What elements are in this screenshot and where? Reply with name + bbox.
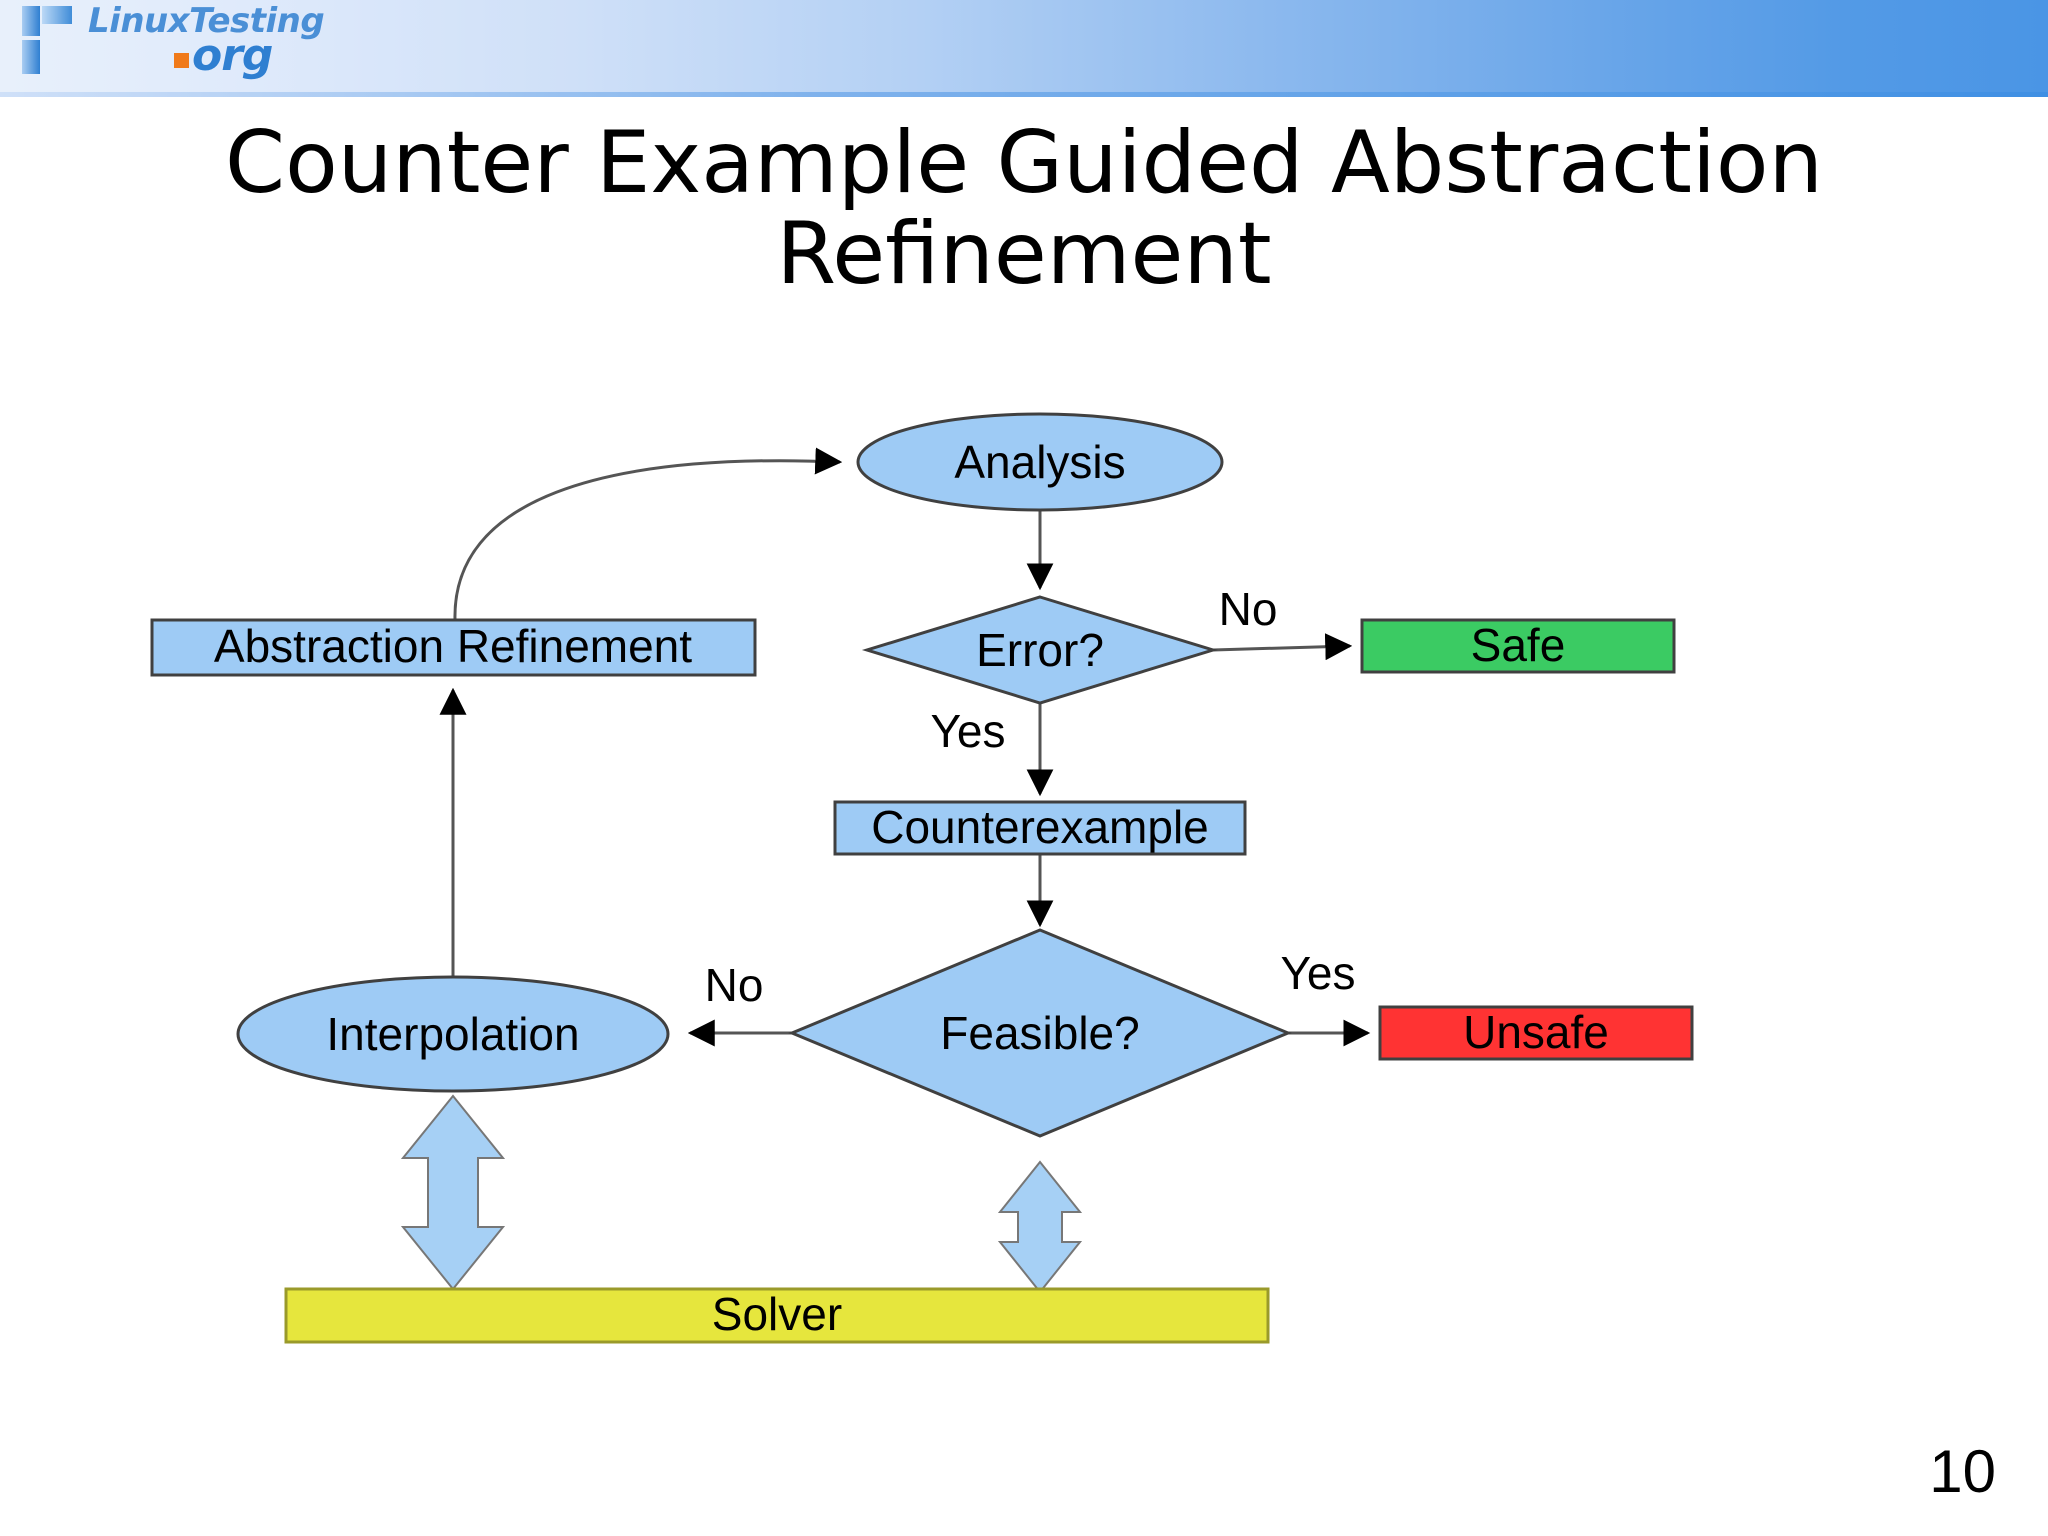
- node-analysis[interactable]: Analysis: [856, 412, 1224, 512]
- logo-line2-text: org: [192, 30, 273, 81]
- edge-label-feasible-no: No: [705, 959, 764, 1011]
- node-interpolation-label: Interpolation: [326, 1008, 579, 1060]
- node-feasible[interactable]: Feasible?: [788, 928, 1292, 1138]
- page-number: 10: [1929, 1438, 1996, 1505]
- node-unsafe-shape: [1378, 1005, 1694, 1061]
- node-unsafe[interactable]: Unsafe: [1378, 1005, 1694, 1061]
- header-band: [0, 0, 2048, 96]
- logo-line1: LinuxTesting: [88, 1, 325, 41]
- node-counterexample[interactable]: Counterexample: [833, 800, 1247, 856]
- node-safe-label: Safe: [1471, 619, 1566, 671]
- node-error[interactable]: Error?: [861, 595, 1219, 705]
- double-arrow-feasible-solver: [997, 1160, 1083, 1294]
- node-interpolation[interactable]: Interpolation: [236, 975, 670, 1093]
- edge-error-to-safe: [1212, 633, 1353, 661]
- linuxtesting-logo-icon: [18, 4, 84, 78]
- node-safe[interactable]: Safe: [1360, 618, 1676, 674]
- edge-label-feasible-yes: Yes: [1280, 947, 1355, 999]
- node-abstraction-shape: [150, 618, 757, 677]
- node-solver-label: Solver: [712, 1288, 842, 1340]
- node-counterexample-label: Counterexample: [871, 801, 1209, 853]
- double-arrow-interpolation-solver: [400, 1094, 506, 1291]
- node-error-label: Error?: [976, 624, 1104, 676]
- edge-abstraction-to-analysis: [453, 447, 843, 621]
- node-interpolation-shape: [236, 975, 670, 1093]
- node-analysis-shape: [856, 412, 1224, 512]
- node-solver-shape: [284, 1287, 1270, 1344]
- edge-label-error-yes: Yes: [930, 705, 1005, 757]
- node-solver[interactable]: Solver: [284, 1287, 1270, 1344]
- node-abstraction-refinement[interactable]: Abstraction Refinement: [150, 618, 757, 677]
- node-analysis-label: Analysis: [954, 436, 1125, 488]
- edge-label-error-no: No: [1219, 583, 1278, 635]
- node-feasible-label: Feasible?: [940, 1007, 1139, 1059]
- node-error-shape: [861, 595, 1219, 705]
- node-counterexample-shape: [833, 800, 1247, 856]
- node-unsafe-label: Unsafe: [1463, 1006, 1609, 1058]
- node-safe-shape: [1360, 618, 1676, 674]
- node-abstraction-label: Abstraction Refinement: [214, 620, 692, 672]
- header-divider: [0, 92, 2048, 97]
- logo-dot-icon: [174, 53, 189, 68]
- node-feasible-shape: [788, 928, 1292, 1138]
- logo-wordmark: LinuxTesting org: [88, 2, 388, 78]
- logo-line2: org: [174, 34, 273, 78]
